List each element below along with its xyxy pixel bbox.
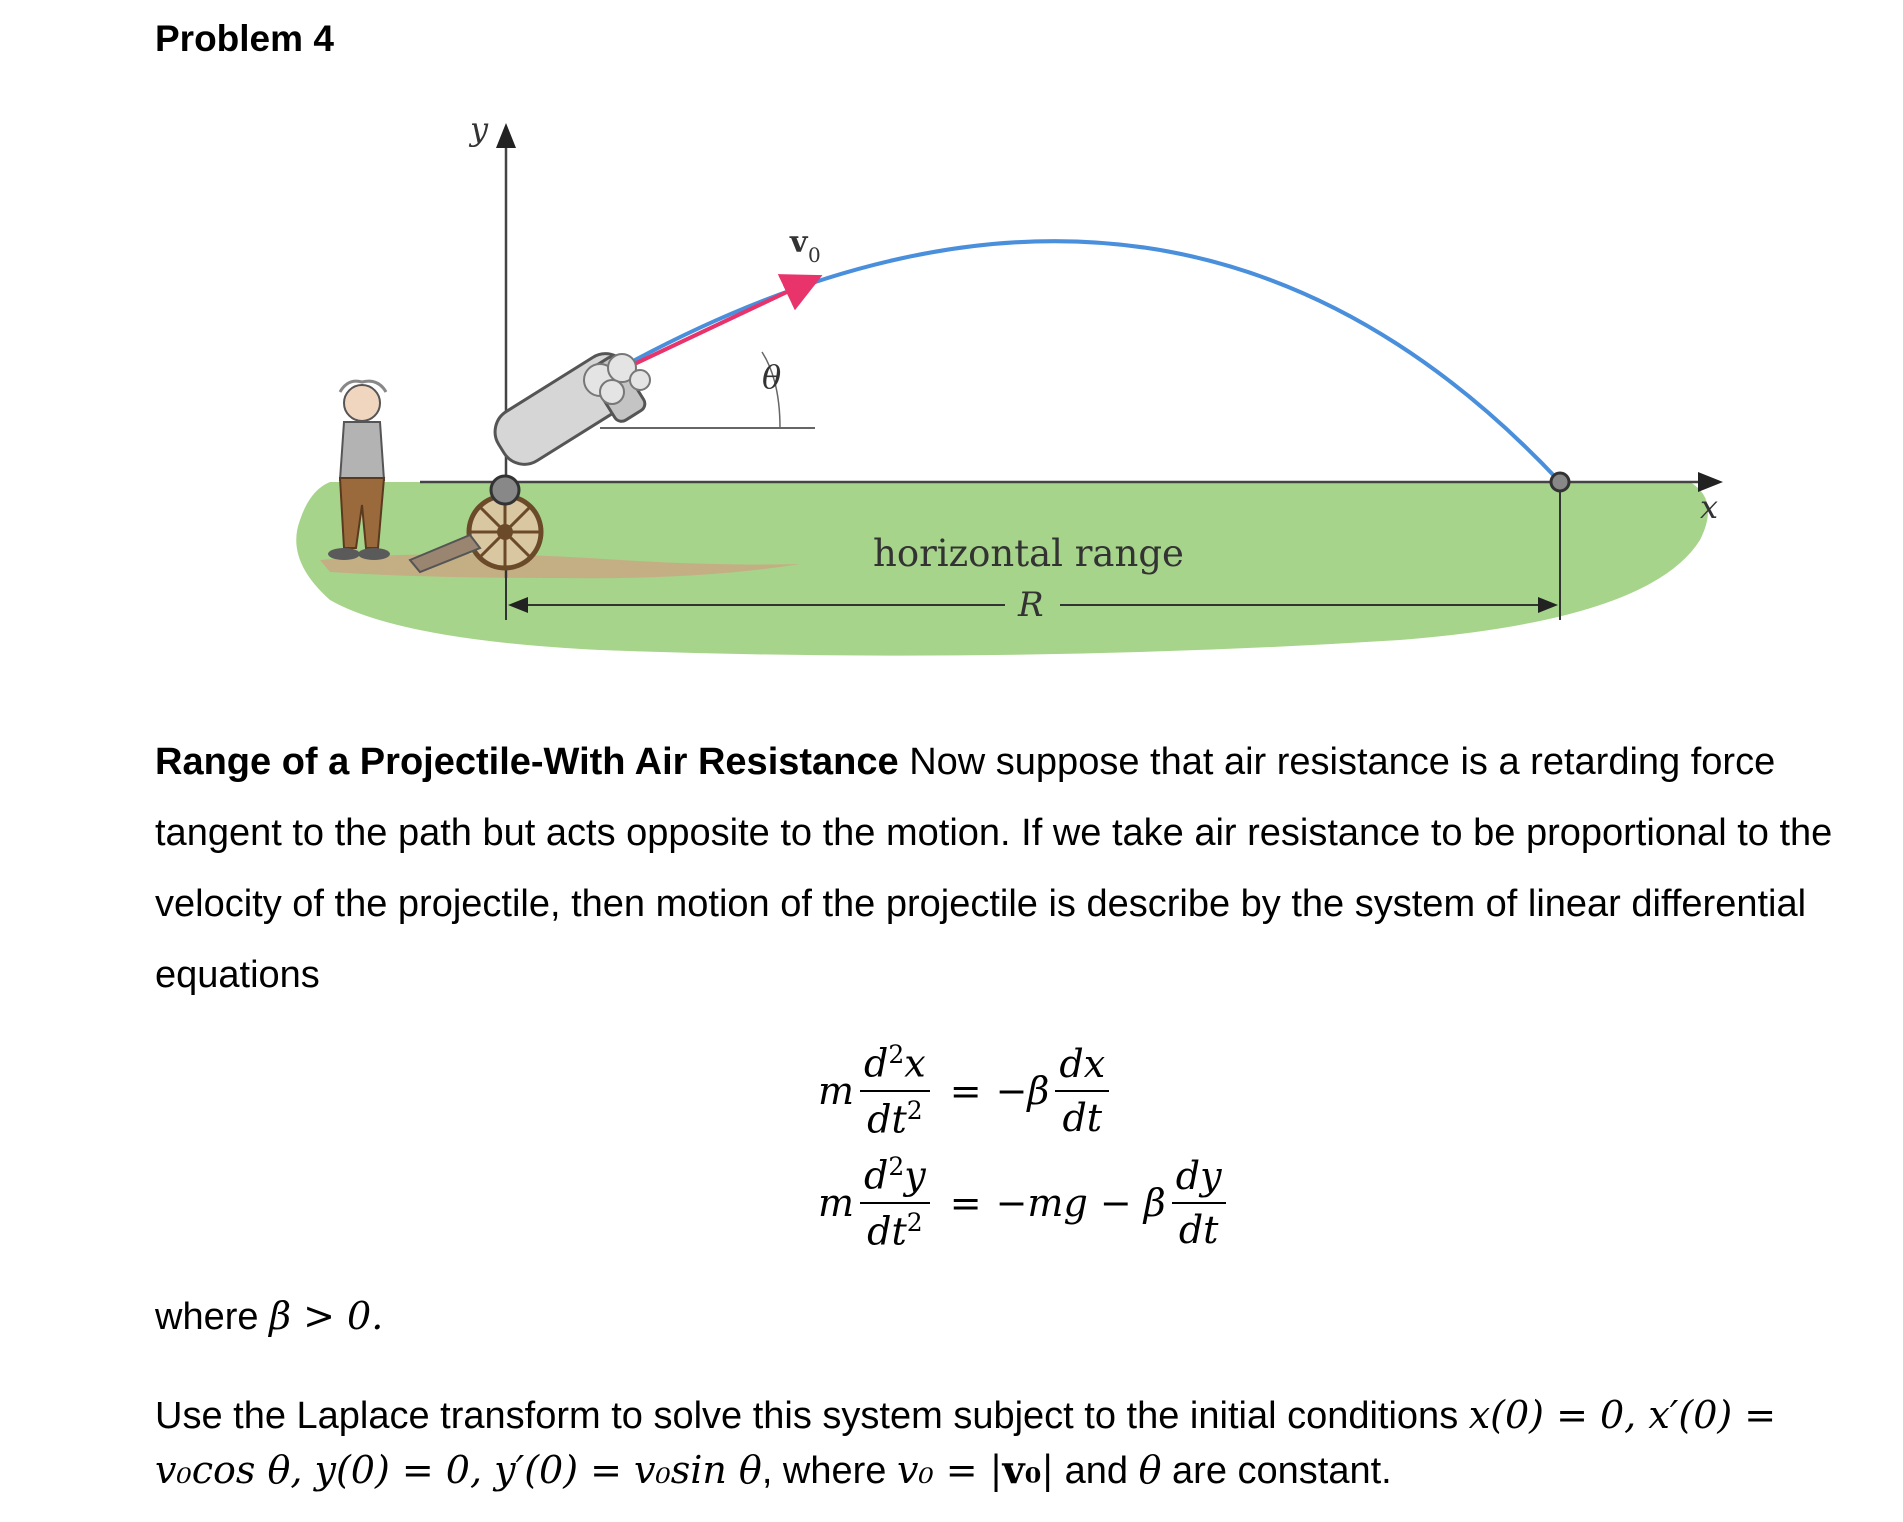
intro-paragraph: Range of a Projectile-With Air Resistanc… [155,727,1855,1011]
angle-arc [761,351,781,429]
range-symbol: R [1017,585,1044,625]
trajectory-curve [588,239,1562,484]
range-caption: horizontal range [873,532,1184,575]
eq2-rhs-fraction: dy dt [1171,1154,1226,1252]
y-axis-label: y [468,110,489,148]
equation-x: m d2x dt2 = −β dx dt [818,1040,1115,1141]
eq2-rhs-prefix: −mg − β [995,1180,1166,1225]
landing-point [1549,471,1571,493]
eq1-rhs-prefix: −β [995,1068,1050,1113]
eq1-rhs-fraction: dx dt [1055,1042,1110,1140]
projectile-figure: y x v 0 θ horizontal range R [296,110,1723,656]
person-illustration [328,379,390,560]
eq2-equals: = [949,1180,982,1225]
ground-area [296,482,1708,656]
eq1-equals: = [949,1068,982,1113]
angle-label: θ [762,358,781,396]
page-title: Problem 4 [155,18,334,59]
where-condition: where β > 0. [155,1294,384,1338]
x-axis-label: x [1700,488,1718,526]
eq1-lhs-fraction: d2x dt2 [860,1040,930,1141]
intro-heading: Range of a Projectile-With Air Resistanc… [155,741,899,783]
laplace-paragraph: Use the Laplace transform to solve this … [155,1393,1777,1492]
intro-body: Now suppose that air resistance is a ret… [155,741,1833,996]
cannon-illustration [408,352,651,574]
equation-y: m d2y dt2 = −mg − β dy dt [818,1152,1232,1253]
velocity-subscript: 0 [808,243,821,267]
velocity-label: v [789,225,809,260]
eq2-coef: m [818,1180,855,1225]
eq2-lhs-fraction: d2y dt2 [860,1152,930,1253]
eq1-coef: m [818,1068,855,1113]
